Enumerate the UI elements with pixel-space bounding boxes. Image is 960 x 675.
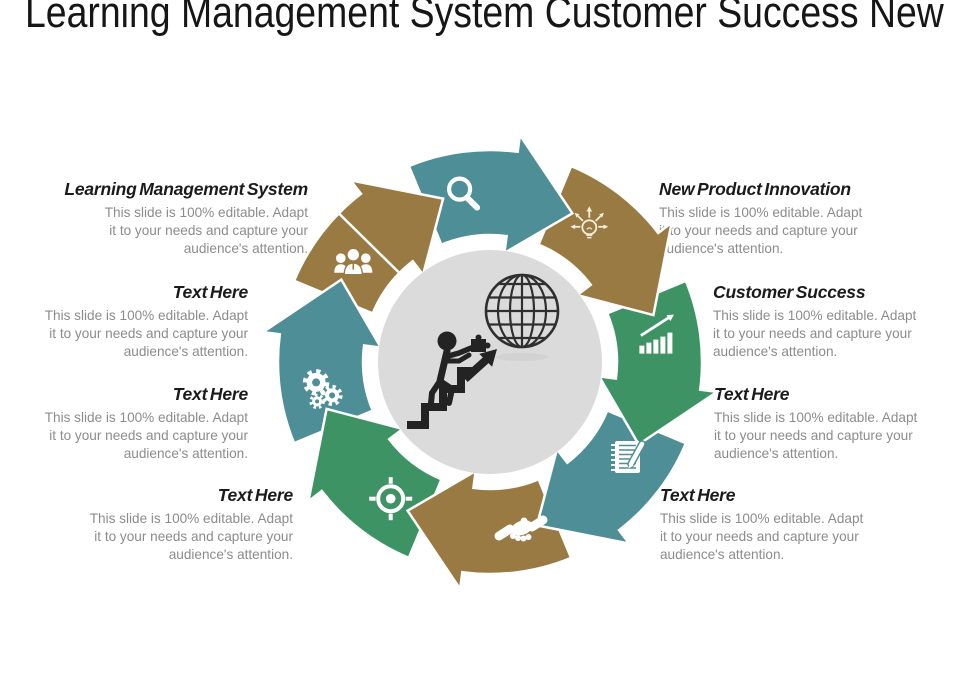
block-text-here-left-2: Text Here This slide is 100% editable. A… bbox=[3, 384, 248, 463]
block-heading: Learning Management System bbox=[64, 179, 308, 199]
block-description: This slide is 100% editable. Adapt it to… bbox=[659, 205, 863, 256]
slide-title: Learning Management System Customer Succ… bbox=[25, 0, 944, 37]
block-new-product-innovation: New Product Innovation This slide is 100… bbox=[659, 179, 904, 258]
team-icon bbox=[334, 247, 373, 276]
block-heading: Text Here bbox=[714, 384, 790, 404]
block-description: This slide is 100% editable. Adapt it to… bbox=[104, 205, 308, 256]
globe-icon bbox=[484, 273, 560, 361]
handshake-icon bbox=[494, 515, 548, 542]
block-text-here-left-1: Text Here This slide is 100% editable. A… bbox=[3, 282, 248, 361]
block-heading: Text Here bbox=[172, 282, 249, 302]
block-heading: Text Here bbox=[172, 384, 249, 404]
cycle-diagram bbox=[261, 133, 719, 591]
block-description: This slide is 100% editable. Adapt it to… bbox=[44, 308, 248, 359]
arrow-team-head bbox=[337, 178, 445, 278]
block-heading: Text Here bbox=[217, 485, 294, 505]
career-growth-icon bbox=[407, 331, 497, 429]
block-text-here-right-1: Text Here This slide is 100% editable. A… bbox=[714, 384, 959, 463]
block-description: This slide is 100% editable. Adapt it to… bbox=[713, 308, 917, 359]
block-description: This slide is 100% editable. Adapt it to… bbox=[89, 511, 293, 562]
block-description: This slide is 100% editable. Adapt it to… bbox=[714, 410, 918, 461]
gears-icon bbox=[302, 369, 343, 410]
target-icon bbox=[369, 477, 413, 521]
growth-chart-icon bbox=[639, 314, 674, 354]
block-learning-management-system: Learning Management System This slide is… bbox=[63, 179, 308, 258]
block-customer-success: Customer Success This slide is 100% edit… bbox=[713, 282, 958, 361]
notepad-icon bbox=[611, 440, 646, 473]
idea-rays-icon bbox=[570, 206, 609, 239]
block-heading: New Product Innovation bbox=[659, 179, 851, 199]
block-description: This slide is 100% editable. Adapt it to… bbox=[44, 410, 248, 461]
block-heading: Text Here bbox=[660, 485, 736, 505]
block-text-here-right-2: Text Here This slide is 100% editable. A… bbox=[660, 485, 905, 564]
block-description: This slide is 100% editable. Adapt it to… bbox=[660, 511, 864, 562]
search-icon bbox=[447, 176, 481, 211]
block-text-here-left-3: Text Here This slide is 100% editable. A… bbox=[48, 485, 293, 564]
block-heading: Customer Success bbox=[713, 282, 866, 302]
